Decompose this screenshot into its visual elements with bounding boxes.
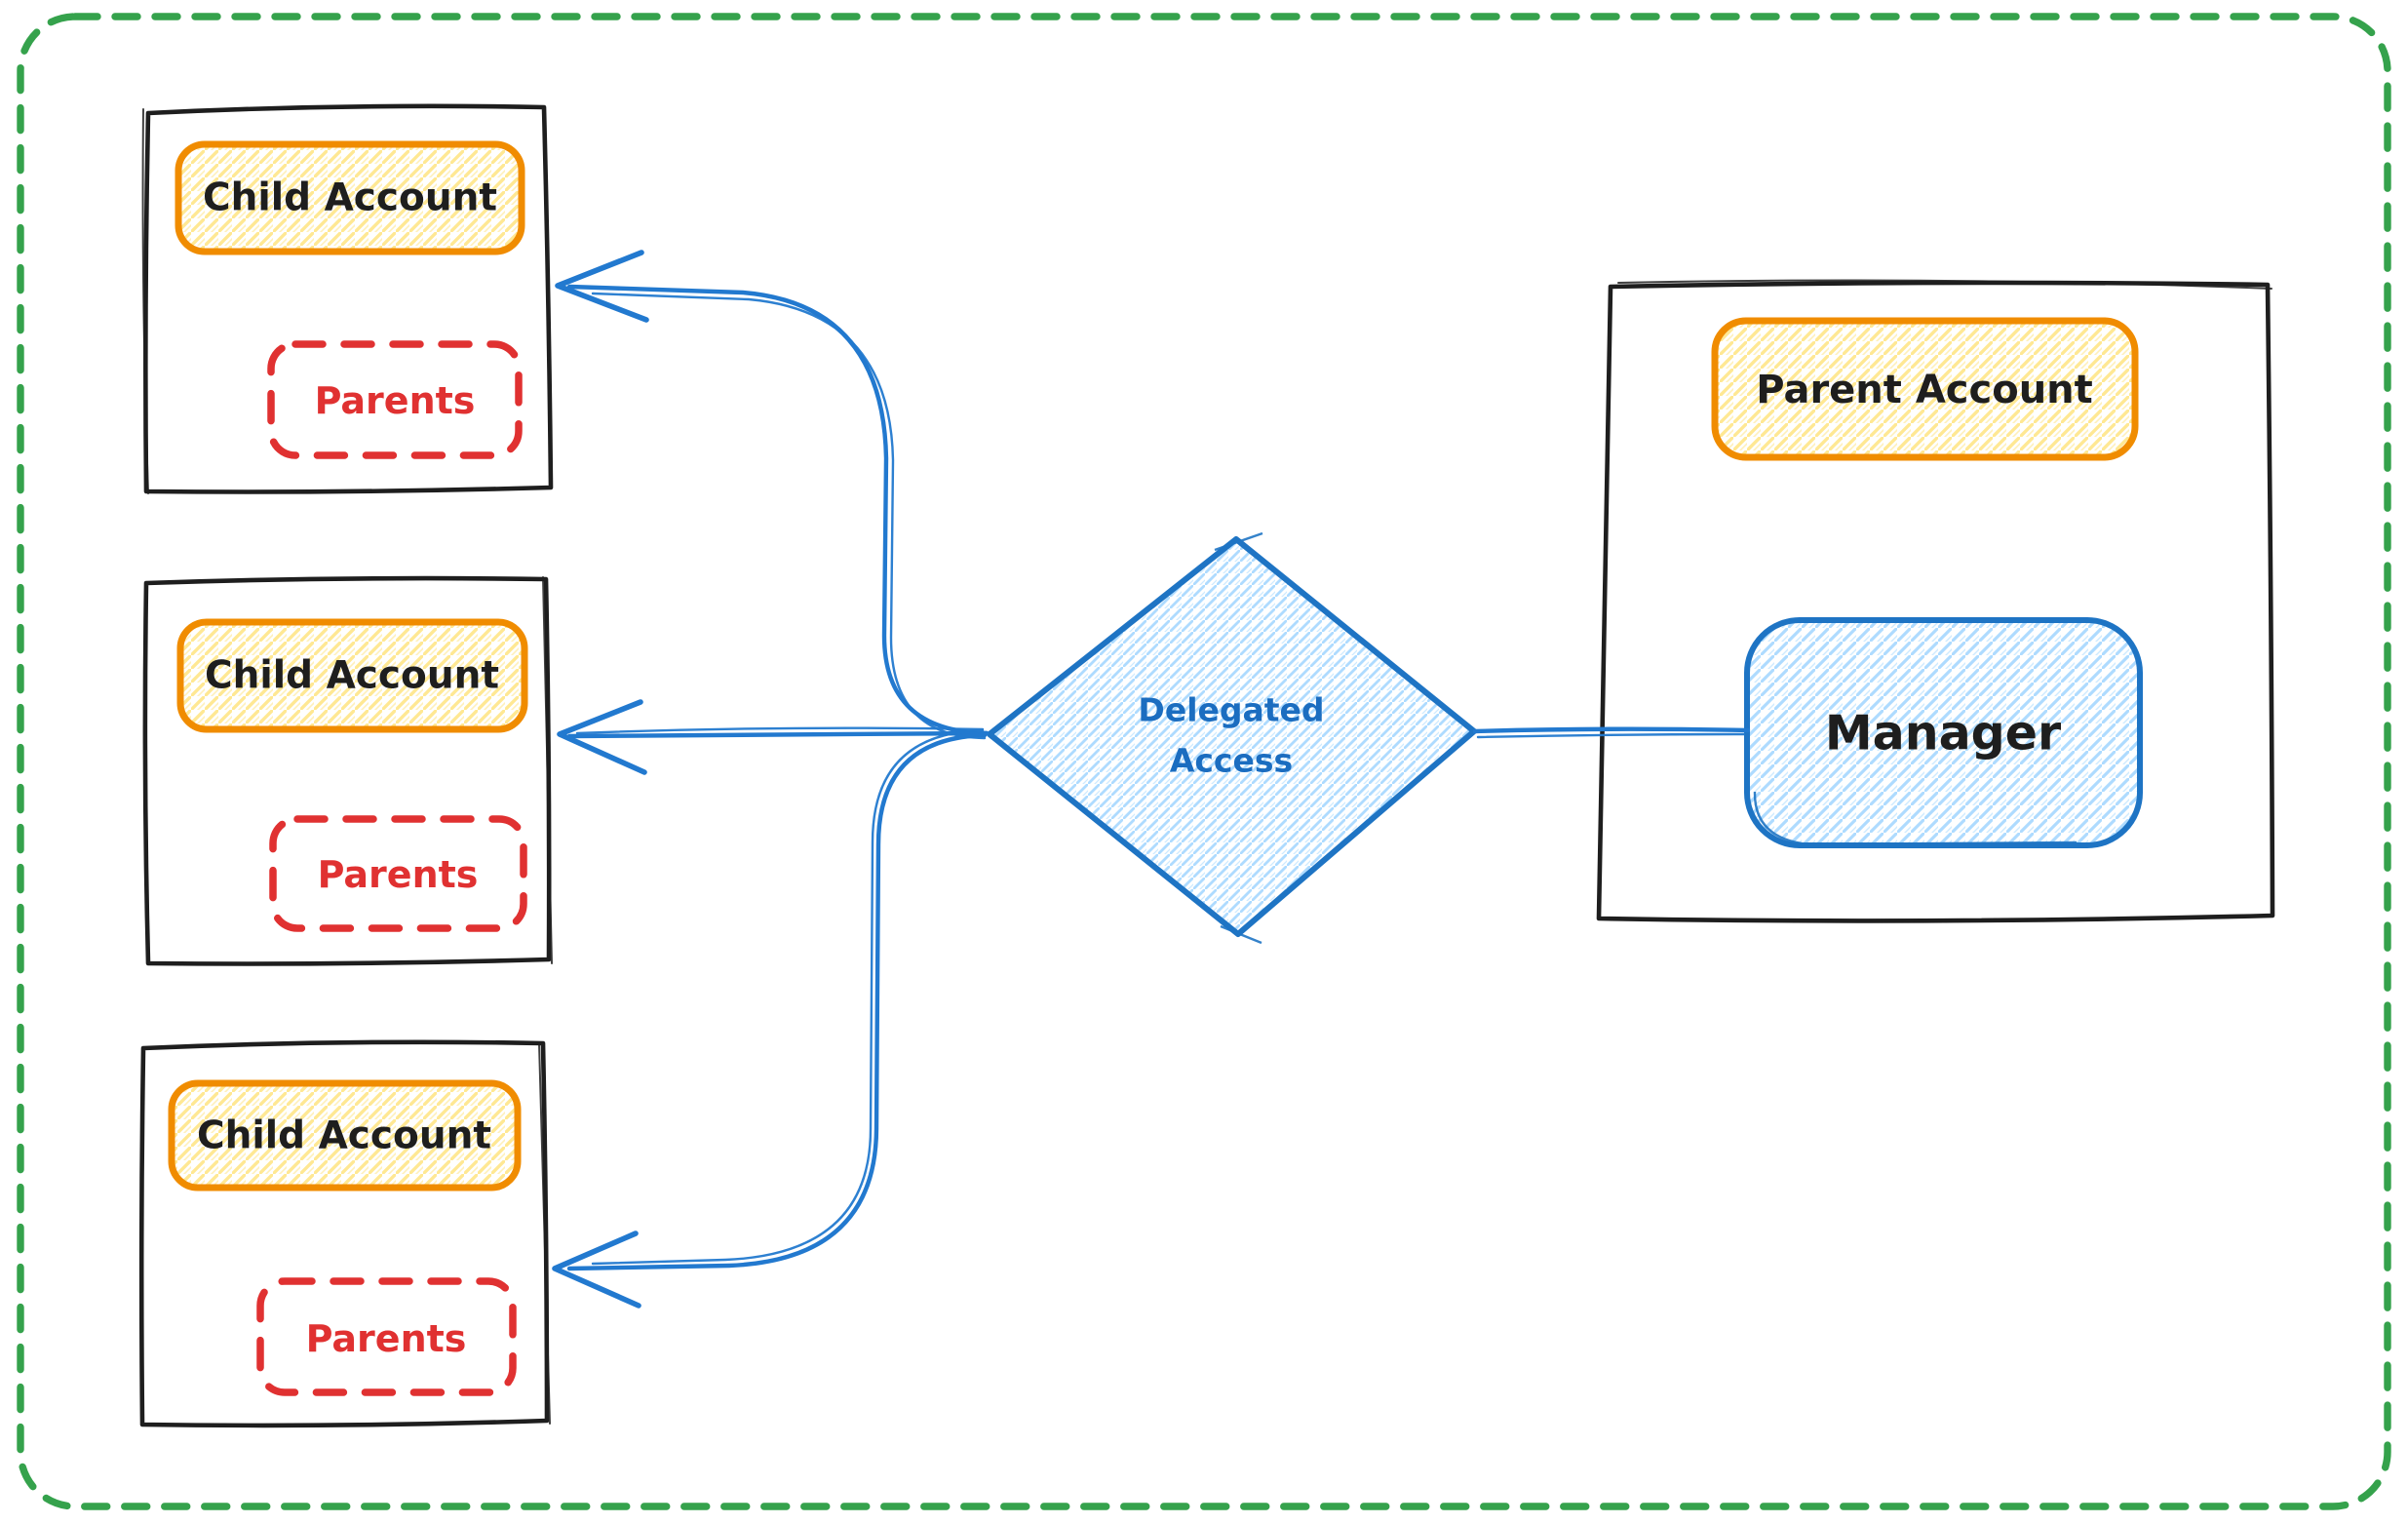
- parent-account-pill: [1711, 317, 2139, 461]
- child-card-1-outline-echo: [141, 108, 149, 494]
- manager-to-diamond-line: [1472, 726, 1751, 734]
- child-account-pill-3: [168, 1079, 522, 1192]
- child-account-label-2: Child Account: [205, 654, 499, 698]
- parent-account-card: Parent Account Manager: [1596, 279, 2275, 923]
- manager-label: Manager: [1825, 706, 2062, 762]
- arrow-to-child-3: [566, 732, 988, 1271]
- child-account-card-2: Child Account Parents: [142, 575, 553, 966]
- child-card-2-outline: [142, 575, 552, 966]
- parents-box-1: [267, 340, 523, 459]
- arrow-head-child-2: [557, 699, 647, 775]
- parent-account-label: Parent Account: [1756, 368, 2093, 412]
- delegated-access-diamond: Delegated Access: [987, 531, 1477, 945]
- arrow-to-child-1-echo: [591, 292, 987, 740]
- diamond-shape: [987, 536, 1477, 937]
- child-account-card-1: Child Account Parents: [141, 103, 554, 494]
- canvas-dashed-border: [17, 13, 2391, 1510]
- parents-label-1: Parents: [315, 379, 476, 422]
- diamond-echo-bottom: [1220, 924, 1262, 945]
- diamond-echo-top: [1214, 531, 1263, 552]
- child-account-pill-1: [175, 140, 525, 255]
- arrow-to-child-2-echo: [575, 726, 985, 735]
- arrow-head-child-1: [555, 250, 649, 323]
- child-account-card-3: Child Account Parents: [138, 1039, 551, 1428]
- manager-box-echo: [1753, 791, 2078, 846]
- arrow-to-child-2: [566, 730, 990, 739]
- arrow-to-child-1: [566, 284, 990, 736]
- manager-box: [1744, 617, 2143, 848]
- child-account-label-3: Child Account: [197, 1114, 491, 1158]
- child-card-2-outline-echo: [542, 576, 553, 964]
- parent-card-outline-echo: [1617, 279, 2272, 290]
- child-card-3-outline: [138, 1039, 550, 1428]
- connectors: [552, 250, 1751, 1309]
- decision-label-line1: Delegated: [1138, 691, 1324, 729]
- child-account-label-1: Child Account: [203, 176, 497, 220]
- arrow-to-child-3-echo: [591, 728, 985, 1266]
- parents-label-2: Parents: [318, 853, 479, 896]
- arrow-head-child-3: [552, 1231, 641, 1309]
- parents-box-3: [256, 1277, 517, 1396]
- decision-label-line2: Access: [1170, 742, 1293, 780]
- child-account-pill-2: [176, 618, 528, 733]
- parents-label-3: Parents: [306, 1317, 467, 1360]
- child-card-3-outline-echo: [538, 1042, 551, 1425]
- parents-box-2: [269, 815, 527, 932]
- manager-to-diamond-line-echo: [1476, 732, 1746, 739]
